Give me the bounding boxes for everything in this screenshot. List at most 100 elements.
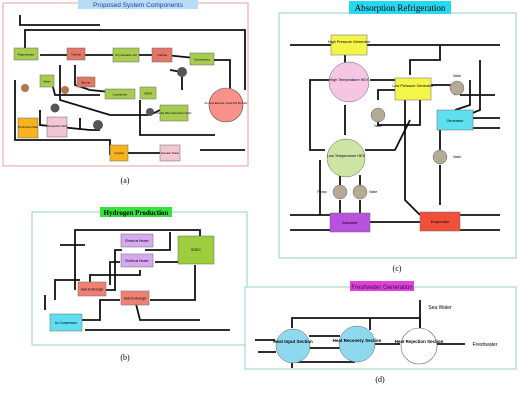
- low-temperature-hex-label: Low Temperature HEX: [327, 154, 366, 158]
- panel-b-title-bg: [100, 207, 172, 217]
- panel-a: Proposed System Components Regenerator T…: [2, 0, 249, 185]
- valve-c1-icon: [370, 107, 386, 123]
- panel-b-pipes: [44, 229, 230, 331]
- panel-c-border: [278, 12, 517, 259]
- absorber-label: Absorber: [342, 221, 358, 225]
- freshwater-label: Freshwater: [472, 342, 497, 348]
- high-pressure-generator-box: [330, 34, 368, 56]
- heat-exchanger-2-box: [120, 290, 150, 306]
- electrical-heater-2-label: Electrical Heater: [125, 259, 149, 263]
- heat-input-section-circle: [275, 328, 311, 364]
- high-pressure-generator-label: High Pressure Generator: [328, 40, 371, 44]
- heat-rejection-section-label: Heat Rejection Section: [395, 339, 444, 344]
- valve-c2-icon: [449, 80, 465, 96]
- heat-rejection-section-circle: [400, 327, 438, 365]
- double-effect-box: [159, 104, 189, 122]
- panel-c-title: Absorption Refrigeration: [355, 3, 446, 13]
- pump-a2-icon: [50, 103, 60, 113]
- mixer-box: [39, 74, 55, 88]
- pump-c-label: Pump: [317, 190, 326, 194]
- low-temperature-hex-circle: [326, 138, 366, 178]
- panel-c-pipes: [290, 44, 500, 231]
- electrical-heater-1-box: [120, 233, 154, 248]
- turbine-box: [66, 47, 86, 61]
- heat-exchanger-2-label: Heat Exchanger: [124, 297, 148, 301]
- valve-c3-icon: [432, 149, 448, 165]
- hrsg-box: [139, 86, 157, 100]
- pump-a1-icon: [177, 67, 187, 77]
- electrical-heater-2-box: [120, 253, 154, 268]
- regenerator-label: Regenerator: [18, 53, 35, 57]
- condenser-label: Condenser: [113, 93, 128, 97]
- soec-label: SOEC: [191, 248, 201, 252]
- heat-input-section-label: Heat Input Section: [273, 339, 313, 344]
- turbine2-label: Turbine: [157, 53, 167, 57]
- soec-box: [177, 235, 215, 265]
- air-compressor-box: [49, 313, 83, 332]
- valve-c1-label: Valve: [374, 124, 383, 128]
- panel-a-title: Proposed System Components: [93, 2, 184, 9]
- valve-a2-icon: [61, 86, 69, 94]
- air-compressor-label: Air Compressor: [55, 321, 78, 325]
- valve-c4-label: Valve: [369, 190, 378, 194]
- evaporator-label: Evaporator: [431, 220, 450, 224]
- burner-label: Burner: [81, 81, 90, 85]
- hrsg-label: HRSG: [144, 92, 153, 96]
- turbine-label: Turbine: [71, 53, 81, 57]
- valve-c3-label: Valve: [453, 155, 462, 159]
- compressor-label: Compressor: [194, 58, 210, 62]
- panel-a-pipes: [14, 15, 246, 155]
- turbine2-box: [151, 47, 173, 63]
- panel-a-caption: (a): [121, 176, 130, 185]
- panel-d: Freshwater Generation Heat Input Section…: [244, 281, 517, 384]
- panel-c-title-bg: [349, 1, 451, 14]
- high-temperature-hex-circle: [328, 61, 370, 103]
- heat-exchanger-1-label: Heat Exchanger: [81, 288, 105, 292]
- pump-c-icon: [332, 184, 348, 200]
- panel-b-title: Hydrogen Production: [104, 209, 169, 217]
- heat-exchanger-1-box: [77, 281, 107, 297]
- reinjection-well-label: Reinjection Well: [47, 124, 67, 128]
- high-temperature-hex-label: High Temperature HEX: [330, 78, 369, 82]
- crystal-box: [109, 144, 129, 162]
- panel-d-pipes: [255, 300, 465, 368]
- valve-a1-icon: [21, 84, 29, 92]
- panel-a-title-bg: [78, 0, 198, 9]
- absorber-box: [329, 212, 371, 233]
- panel-d-title-bg: [350, 281, 414, 291]
- valve-c4-icon: [352, 184, 368, 200]
- panel-d-caption: (d): [375, 375, 385, 384]
- burner-box: [76, 76, 96, 88]
- crystal-label: Crystal: [114, 151, 124, 155]
- low-pressure-generator-box: [394, 77, 432, 101]
- electrical-heater-1-label: Electrical Heater: [125, 239, 149, 243]
- panel-d-title: Freshwater Generation: [351, 285, 412, 291]
- valve-c2-label: Valve: [453, 74, 462, 78]
- compressor-box: [189, 52, 215, 66]
- sea-water-label: Sea Water: [428, 305, 452, 311]
- low-pressure-generator-label: Low Pressure Generator: [392, 84, 434, 88]
- pump-a3-icon: [93, 120, 103, 130]
- double-effect-label: Double Effect Absorption Chiller: [156, 112, 191, 115]
- generator-label: Generator: [446, 119, 464, 123]
- sofc-label: Sol Fuel Element / Heat Cell Provider: [205, 101, 248, 105]
- panel-c-caption: (c): [393, 264, 402, 273]
- condenser-box: [104, 88, 136, 100]
- production-well-box: [17, 117, 39, 139]
- pump-a4-icon: [146, 108, 154, 116]
- air-preheater-box: [112, 47, 140, 63]
- saturator-box: [159, 144, 181, 162]
- reinjection-well-box: [46, 116, 68, 138]
- generator-box: [436, 109, 474, 131]
- panel-c: Absorption Refrigeration: [278, 1, 517, 273]
- regenerator-box: [13, 47, 39, 61]
- evaporator-box: [419, 211, 461, 232]
- production-well-label: Production Well: [18, 125, 38, 129]
- panel-b-caption: (b): [120, 353, 130, 362]
- heat-recovery-section-label: Heat Recovery Section: [333, 338, 382, 343]
- air-preheater-label: Air preheater unit: [115, 53, 137, 57]
- saturator-label: Saturator Heater: [161, 152, 180, 155]
- mixer-label: Mixer: [43, 80, 50, 84]
- panel-b: Hydrogen Production Electrical Heater El…: [31, 207, 248, 362]
